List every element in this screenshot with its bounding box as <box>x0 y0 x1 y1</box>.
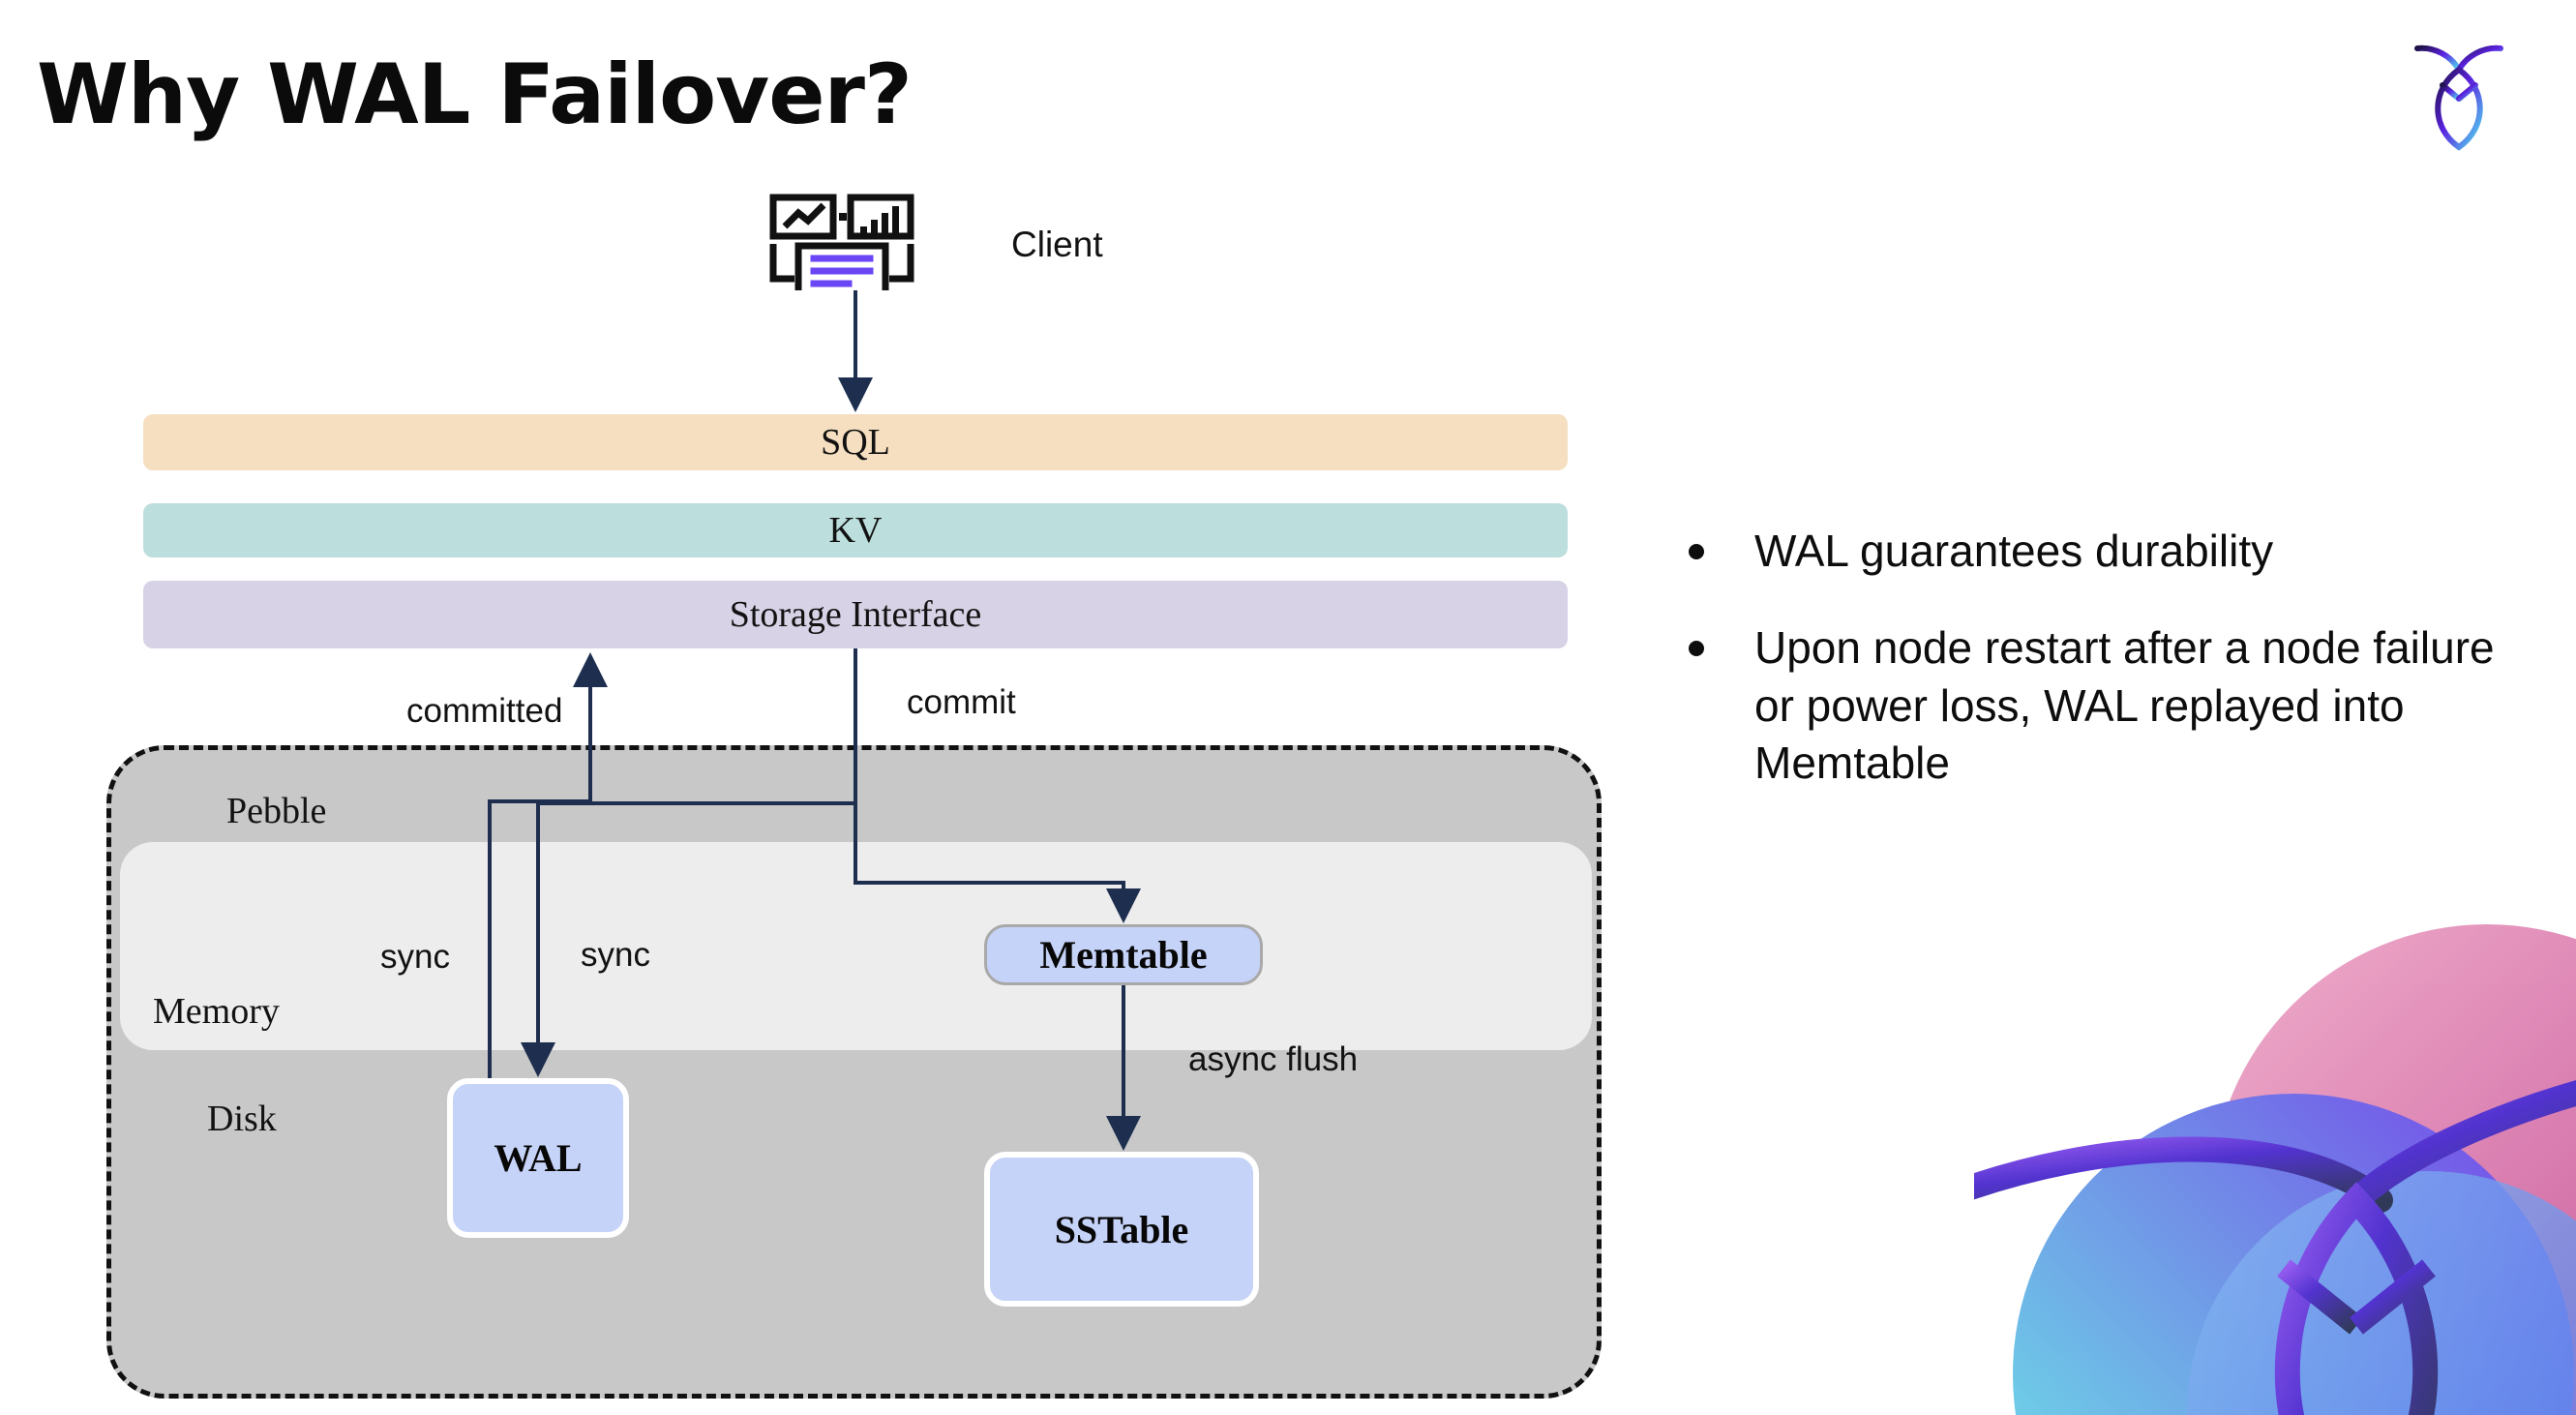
node-wal-label: WAL <box>494 1136 583 1180</box>
node-memtable: Memtable <box>984 924 1263 985</box>
edge-label-sync-return: sync <box>380 938 450 976</box>
layer-sql: SQL <box>143 414 1568 470</box>
memory-region <box>120 842 1592 1050</box>
pebble-label: Pebble <box>226 791 327 831</box>
edge-label-commit: commit <box>907 683 1016 721</box>
client-label: Client <box>1011 225 1103 264</box>
architecture-diagram: Client SQL KV Storage Interface Pebble M… <box>106 194 1602 1399</box>
edge-label-committed: committed <box>406 692 563 730</box>
edge-label-sync: sync <box>581 936 650 974</box>
layer-storage-label: Storage Interface <box>729 594 982 635</box>
node-wal: WAL <box>447 1078 629 1238</box>
edge-label-async-flush: async flush <box>1188 1040 1359 1078</box>
cockroachdb-watermark-icon <box>1974 910 2576 1415</box>
bullet-dot-icon <box>1689 544 1704 559</box>
layer-kv-label: KV <box>828 510 883 551</box>
bullet-dot-icon <box>1689 640 1704 656</box>
disk-label: Disk <box>207 1099 277 1139</box>
client-devices-icon <box>769 194 929 300</box>
list-item: Upon node restart after a node failure o… <box>1689 619 2511 793</box>
node-sstable: SSTable <box>984 1152 1259 1307</box>
node-sstable-label: SSTable <box>1054 1207 1189 1251</box>
memory-label: Memory <box>153 991 280 1032</box>
list-item: WAL guarantees durability <box>1689 523 2511 581</box>
layer-kv: KV <box>143 503 1568 557</box>
bullet-list: WAL guarantees durability Upon node rest… <box>1689 523 2511 831</box>
page-title: Why WAL Failover? <box>37 46 913 143</box>
bullet-text: Upon node restart after a node failure o… <box>1754 621 2495 789</box>
layer-sql-label: SQL <box>821 422 890 463</box>
cockroachdb-logo-icon <box>2406 35 2512 151</box>
node-memtable-label: Memtable <box>1039 933 1208 977</box>
layer-storage-interface: Storage Interface <box>143 581 1568 648</box>
bullet-text: WAL guarantees durability <box>1754 526 2274 576</box>
